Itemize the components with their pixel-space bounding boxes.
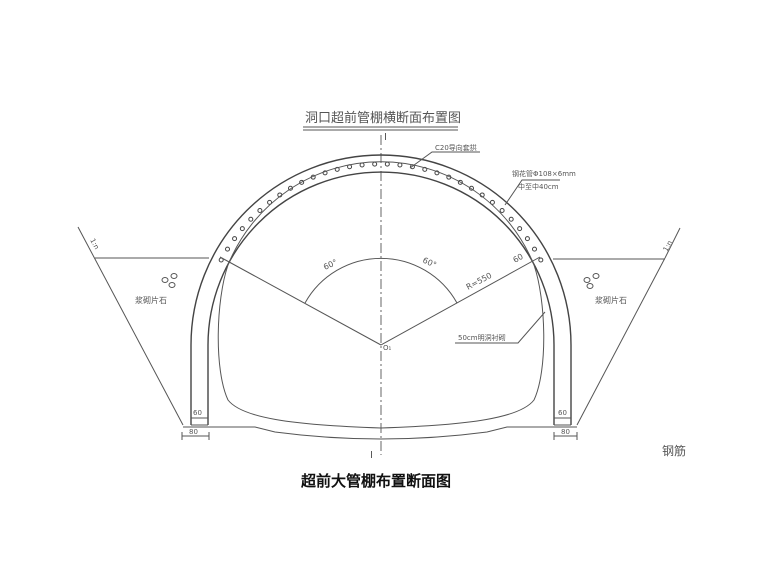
pipe-dot <box>499 207 505 213</box>
guide-arch-inner <box>207 171 555 425</box>
right-wall-dim-line <box>553 432 578 440</box>
cutoff-text: 钢筋 <box>662 443 686 458</box>
radius-line-right <box>380 256 541 346</box>
left-wall-dim-line <box>181 432 210 440</box>
pipe-dot <box>372 161 378 167</box>
pipe-dot <box>239 226 245 232</box>
pipe-dot <box>232 236 238 242</box>
angle-right-label: 60° <box>421 256 438 270</box>
guide-arch-leader <box>409 151 480 169</box>
right-wall-dim-outer: 80 <box>561 428 570 436</box>
pipe-dot <box>457 179 463 185</box>
angle-arc <box>304 257 458 304</box>
section-mark-bottom: I <box>370 450 373 461</box>
pipe-dot <box>524 236 530 242</box>
left-wall-dim-outer: 80 <box>189 428 198 436</box>
right-slope-label: 1:n <box>662 239 674 253</box>
angle-left-label: 60° <box>322 258 339 272</box>
radius-label: R=550 <box>465 271 494 292</box>
lining-label: 50cm明洞衬砌 <box>458 333 506 342</box>
pipe-dot <box>517 226 523 232</box>
invert-line <box>183 426 577 440</box>
pipe-dot <box>508 216 514 222</box>
figure-caption: 超前大管棚布置断面图 <box>300 472 451 490</box>
tunnel-lining-profile <box>217 161 545 429</box>
stone-symbol-right <box>583 273 600 289</box>
stone-symbol-left <box>161 273 178 288</box>
pipe-dot <box>288 185 293 191</box>
left-masonry-label: 浆砌片石 <box>135 295 167 305</box>
ring-thickness-label: 60 <box>512 252 525 265</box>
left-wall-dim-inner: 60 <box>193 409 202 417</box>
pipe-spacing-label: 中至中40cm <box>518 182 559 191</box>
drawing-title: 洞口超前管棚横断面布置图 <box>305 110 461 126</box>
pipe-label: 钢花管Φ108×6mm <box>512 169 576 178</box>
pipe-dot <box>359 162 365 168</box>
guide-arch-label: C20导向套拱 <box>435 143 477 152</box>
pipe-dot <box>397 162 403 168</box>
radius-line-left <box>219 256 382 346</box>
pipe-dot <box>384 161 390 167</box>
center-label: O₁ <box>383 344 392 352</box>
right-slope-ext <box>664 227 681 259</box>
section-mark-top: I <box>384 132 387 143</box>
pipe-dot <box>248 216 254 222</box>
pipe-dot <box>225 246 231 252</box>
right-wall-dim-inner: 60 <box>558 409 567 417</box>
pipe-dot <box>299 179 305 185</box>
right-masonry-label: 浆砌片石 <box>595 295 627 305</box>
right-slope-line <box>576 257 666 426</box>
pipe-dot <box>469 185 474 191</box>
pipe-dot <box>538 257 544 263</box>
guide-arch-outer <box>190 154 572 425</box>
pipe-dot <box>257 207 263 213</box>
pipe-leader <box>504 179 560 206</box>
pipe-dots <box>218 161 544 263</box>
left-slope-line <box>77 226 184 426</box>
pipe-dot <box>531 246 537 252</box>
lining-leader <box>455 311 546 344</box>
